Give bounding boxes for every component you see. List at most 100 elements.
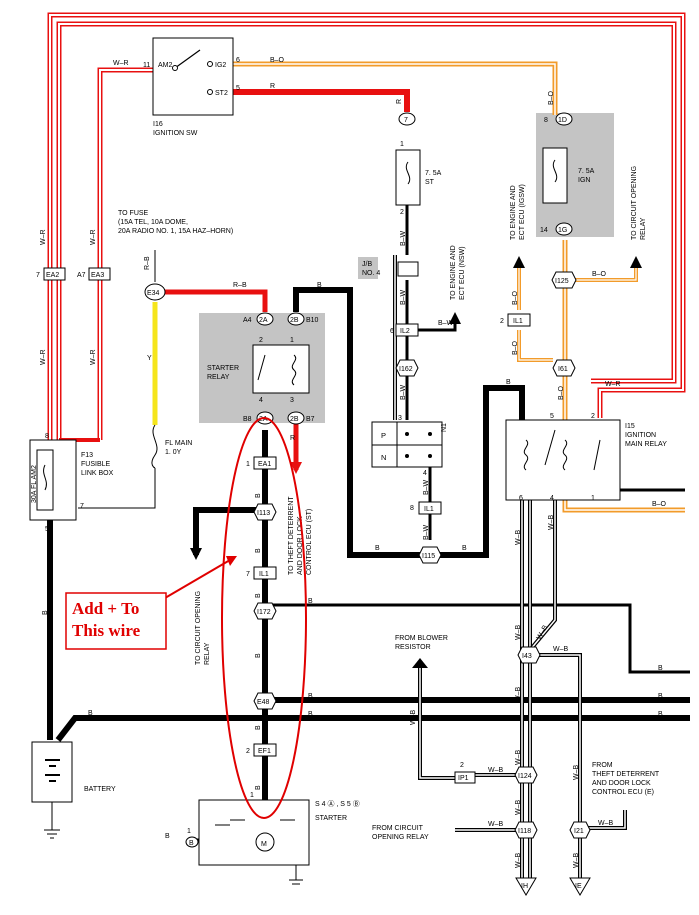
fl-main-label-1: FL MAIN [165, 440, 192, 447]
note-circuit-2: RELAY [640, 217, 647, 240]
conn-2b-bot-label: 2B [290, 416, 299, 423]
pin-nsw-3: 3 [398, 415, 402, 422]
wl-wr-2: W–R [40, 229, 47, 245]
igsw-arrow [513, 256, 525, 268]
wl-b-14: B [308, 598, 313, 605]
wl-b-6: B [462, 545, 467, 552]
wl-bw-4: B–W [423, 479, 430, 495]
wl-bw-6: B–W [438, 320, 454, 327]
conn-i43-label: I43 [522, 653, 532, 660]
conn-ef1 [253, 743, 277, 757]
conn-i118 [514, 821, 538, 839]
fl-am2 [36, 449, 54, 511]
conn-1d [555, 112, 573, 126]
conn-ip1-label: IP1 [458, 775, 469, 782]
conn-i172 [253, 602, 277, 620]
wl-b-9: B [255, 548, 262, 553]
ig-ig2: IG2 [215, 62, 226, 69]
wire-b-thick [47, 287, 690, 800]
ign-fuse-symbol [552, 159, 558, 183]
note-to-fuse-2: (15A TEL, 10A DOME, [118, 219, 188, 226]
ig-pin-6: 6 [236, 57, 240, 64]
wl-wb-5: W–B [553, 646, 569, 653]
note-blower-2: RESISTOR [395, 644, 431, 651]
note-theft-1: TO THEFT DETERRENT [288, 496, 295, 575]
pin-ea2-7: 7 [36, 272, 40, 279]
wl-b-19: B [658, 711, 663, 718]
relay-b10: B10 [306, 317, 319, 324]
jb4-label-2: NO. 4 [362, 270, 380, 277]
conn-i61-label: I61 [558, 366, 568, 373]
conn-i21 [569, 821, 591, 839]
wl-b-11: B [255, 653, 262, 658]
conn-ea3-label: EA3 [91, 272, 104, 279]
ig-contact-st2 [207, 89, 213, 95]
starter-relay-label-2: RELAY [207, 374, 230, 381]
fl-id: F13 [81, 452, 93, 459]
wl-b-3: B [88, 710, 93, 717]
pin-st-1: 1 [250, 792, 254, 799]
nsw-arrow [449, 312, 461, 324]
starter-relay-coil [291, 354, 297, 386]
note-from-theft-4: CONTROL ECU (E) [592, 789, 654, 796]
battery [31, 741, 73, 803]
ignition-switch-blade [174, 49, 201, 69]
pin-sr-2: 2 [259, 337, 263, 344]
wl-bo-6: B–O [652, 501, 667, 508]
pin-ea1-1: 1 [246, 461, 250, 468]
starter-motor-label: M [261, 841, 267, 848]
jb4-label-1: J/B [362, 261, 372, 268]
note-to-fuse-1: TO FUSE [118, 210, 149, 217]
conn-1g-label: 1G [558, 227, 567, 234]
conn-i124 [514, 766, 538, 784]
wl-wr-5: W–R [90, 349, 97, 365]
ignition-switch [152, 37, 234, 116]
conn-i162-label: I162 [399, 366, 413, 373]
conn-7 [398, 112, 416, 126]
relay-arrow [630, 256, 642, 268]
relay-b8: B8 [243, 416, 252, 423]
wl-b-13: B [255, 785, 262, 790]
conn-ef1-label: EF1 [258, 748, 271, 755]
fl-main-label-2: 1. 0Y [165, 449, 182, 456]
starter [198, 799, 310, 866]
jb4-block [397, 261, 419, 277]
note-nsw-2: ECT ECU (NSW) [459, 246, 466, 300]
b-arrow [190, 548, 202, 560]
connector-ovals: 7 1D 1G 2A 2B 2A 2B E34 [144, 112, 573, 425]
nsw-n: N [381, 453, 386, 462]
ig-pin-5: 5 [236, 85, 240, 92]
fl-label-2: LINK BOX [81, 470, 114, 477]
conn-i61 [552, 359, 576, 377]
main-relay-switch [544, 429, 556, 466]
ign-pin-8: 8 [544, 117, 548, 124]
wl-wr-3: W–R [90, 229, 97, 245]
main-relay-label-1: IGNITION [625, 432, 656, 439]
note-from-circuit-1: FROM CIRCUIT [372, 825, 424, 832]
conn-il2-label: IL2 [400, 328, 410, 335]
wl-wb-3: W–B [515, 625, 522, 641]
pin-fl-7: 7 [80, 503, 84, 510]
conn-2b-top [287, 312, 305, 326]
wl-b-16: B [308, 711, 313, 718]
ig-pin-11: 11 [143, 62, 150, 69]
nsw-dot-4 [428, 454, 432, 458]
st-fuse-symbol [405, 161, 411, 185]
pin-il1-7: 7 [246, 571, 250, 578]
nsw-p: P [381, 431, 386, 440]
conn-ea1 [253, 456, 277, 470]
main-relay-id: I15 [625, 423, 635, 430]
wl-r-3: R [290, 435, 295, 442]
note-circuit-left-1: TO CIRCUIT OPENING [195, 591, 202, 665]
main-relay-label-2: MAIN RELAY [625, 441, 667, 448]
wl-b-5: B [375, 545, 380, 552]
pin-sr-4: 4 [259, 397, 263, 404]
starter-relay-label-1: STARTER [207, 365, 239, 372]
conn-ip1 [454, 771, 476, 784]
wl-wb-12: W–B [410, 710, 417, 726]
pin-ef1-2: 2 [246, 748, 250, 755]
wire-misc [78, 250, 156, 509]
starter-conn-b-label: B [189, 840, 194, 847]
